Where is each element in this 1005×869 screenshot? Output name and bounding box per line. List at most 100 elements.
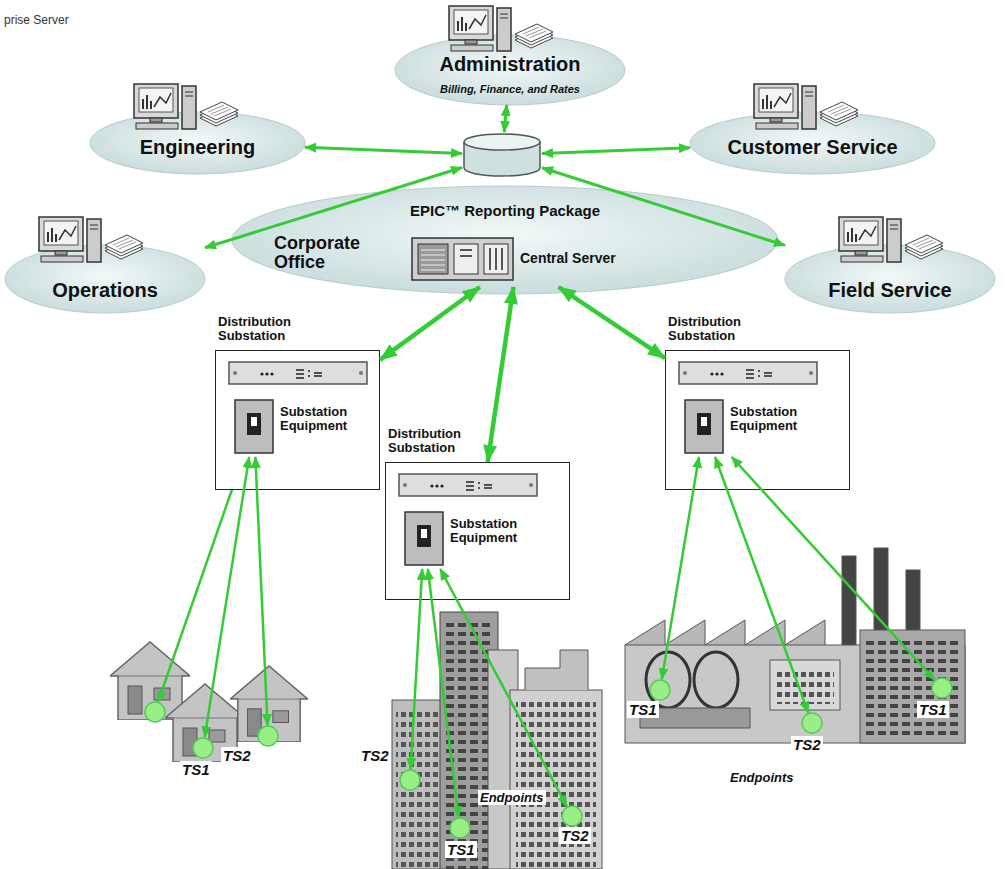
network-link xyxy=(488,287,514,462)
cyl-icon xyxy=(462,132,542,178)
endpoint-circle: TS2 xyxy=(801,712,823,734)
node-label: Administration xyxy=(439,53,580,76)
text-slot: Central Server xyxy=(520,249,616,267)
art-path xyxy=(525,650,588,690)
substation-box: Distribution SubstationSubstation Equipm… xyxy=(385,462,570,600)
art-rect xyxy=(510,690,602,869)
endpoint-link xyxy=(732,457,935,680)
art-circle xyxy=(802,713,822,733)
art-use xyxy=(679,362,817,384)
text-slot: Field Service xyxy=(785,279,995,302)
rack-icon xyxy=(398,473,538,497)
art-use xyxy=(399,474,537,496)
central-server: Central Server xyxy=(410,232,625,287)
endpoint-label: TS2 xyxy=(791,736,823,753)
data-link xyxy=(542,148,690,154)
endpoints-label: Endpoints xyxy=(728,770,796,785)
endpoint-circle: TS2 xyxy=(561,805,583,827)
endpoint-link xyxy=(428,569,459,817)
pc-icon xyxy=(750,82,860,132)
node-label: Operations xyxy=(52,279,158,302)
rack-icon xyxy=(678,361,818,385)
art-circle xyxy=(145,702,165,722)
art-rect xyxy=(516,698,596,869)
node-label: Customer Service xyxy=(727,136,897,159)
node-label: Corporate Office xyxy=(274,234,394,272)
circle-outline xyxy=(649,679,671,701)
rack-icon xyxy=(228,361,368,385)
substation-box: Distribution SubstationSubstation Equipm… xyxy=(215,350,380,490)
endpoint-circle: TS1 xyxy=(192,737,214,759)
endpoint-link xyxy=(440,569,567,806)
circle-outline xyxy=(801,712,823,734)
art-div: Endpoints xyxy=(728,768,796,786)
text-slot: TS2 xyxy=(359,747,391,765)
node-label: Central Server xyxy=(520,250,616,266)
art-ellipse xyxy=(90,112,305,174)
text-slot: Distribution Substation xyxy=(218,315,318,344)
endpoint-label: TS1 xyxy=(445,841,477,858)
text-slot: TS2 xyxy=(221,747,253,765)
text-slot: Operations xyxy=(5,279,205,302)
art-use xyxy=(839,217,943,262)
pc-icon xyxy=(130,82,240,132)
data-link xyxy=(504,105,507,132)
art-circle xyxy=(450,818,470,838)
art-circle xyxy=(258,726,278,746)
network-link xyxy=(380,287,480,360)
circle-outline xyxy=(192,737,214,759)
endpoint-label: TS1 xyxy=(627,701,659,718)
art-circle xyxy=(650,680,670,700)
text-slot: TS2 xyxy=(791,736,823,754)
art-div: Endpoints xyxy=(478,788,546,806)
eq-icon xyxy=(684,399,724,454)
endpoint-link xyxy=(205,457,249,737)
endpoint-label: TS1 xyxy=(180,761,212,778)
art-line xyxy=(158,458,243,702)
art-rect xyxy=(776,668,834,704)
art-use xyxy=(412,238,513,280)
text-slot: Administration xyxy=(395,53,625,76)
art-path xyxy=(625,620,825,645)
pc-icon xyxy=(445,4,555,54)
node-label: Substation Equipment xyxy=(450,517,542,546)
endpoint-label: TS2 xyxy=(221,747,253,764)
art-ellipse xyxy=(646,652,690,708)
text-slot: Substation Equipment xyxy=(450,517,542,546)
circle-outline xyxy=(931,677,953,699)
substation-box: Distribution SubstationSubstation Equipm… xyxy=(665,350,850,490)
endpoints-label: Endpoints xyxy=(478,790,546,805)
endpoint-circle: TS1 xyxy=(449,817,471,839)
srv-icon xyxy=(410,236,515,282)
text-slot: TS1 xyxy=(627,701,659,719)
factory xyxy=(625,548,965,743)
endpoint-circle: TS2 xyxy=(257,725,279,747)
text-slot: EPIC™ Reporting Package xyxy=(232,202,778,220)
endpoint-wire xyxy=(145,458,243,722)
text-slot: Distribution Substation xyxy=(388,427,488,456)
endpoint-link xyxy=(715,457,808,713)
node-label: Substation Equipment xyxy=(280,405,372,434)
art-use xyxy=(685,400,723,453)
art-use xyxy=(464,134,540,176)
cropped-caption: prise Server xyxy=(2,13,71,27)
art-circle xyxy=(193,738,213,758)
node-label: Billing, Finance, and Rates xyxy=(440,83,580,96)
houses xyxy=(110,642,308,762)
endpoint-label: TS1 xyxy=(917,701,949,718)
text-slot: TS1 xyxy=(917,701,949,719)
endpoint-link xyxy=(662,457,699,679)
eq-icon xyxy=(234,399,274,454)
substation-equipment: Substation Equipment xyxy=(680,395,828,457)
art-use xyxy=(229,362,367,384)
pc-icon xyxy=(35,215,145,265)
data-link xyxy=(305,147,462,153)
art-use xyxy=(39,217,143,262)
text-slot: Customer Service xyxy=(690,136,935,159)
endpoint-link xyxy=(411,569,423,769)
art-rect xyxy=(842,556,856,646)
text-slot: TS2 xyxy=(559,827,591,845)
